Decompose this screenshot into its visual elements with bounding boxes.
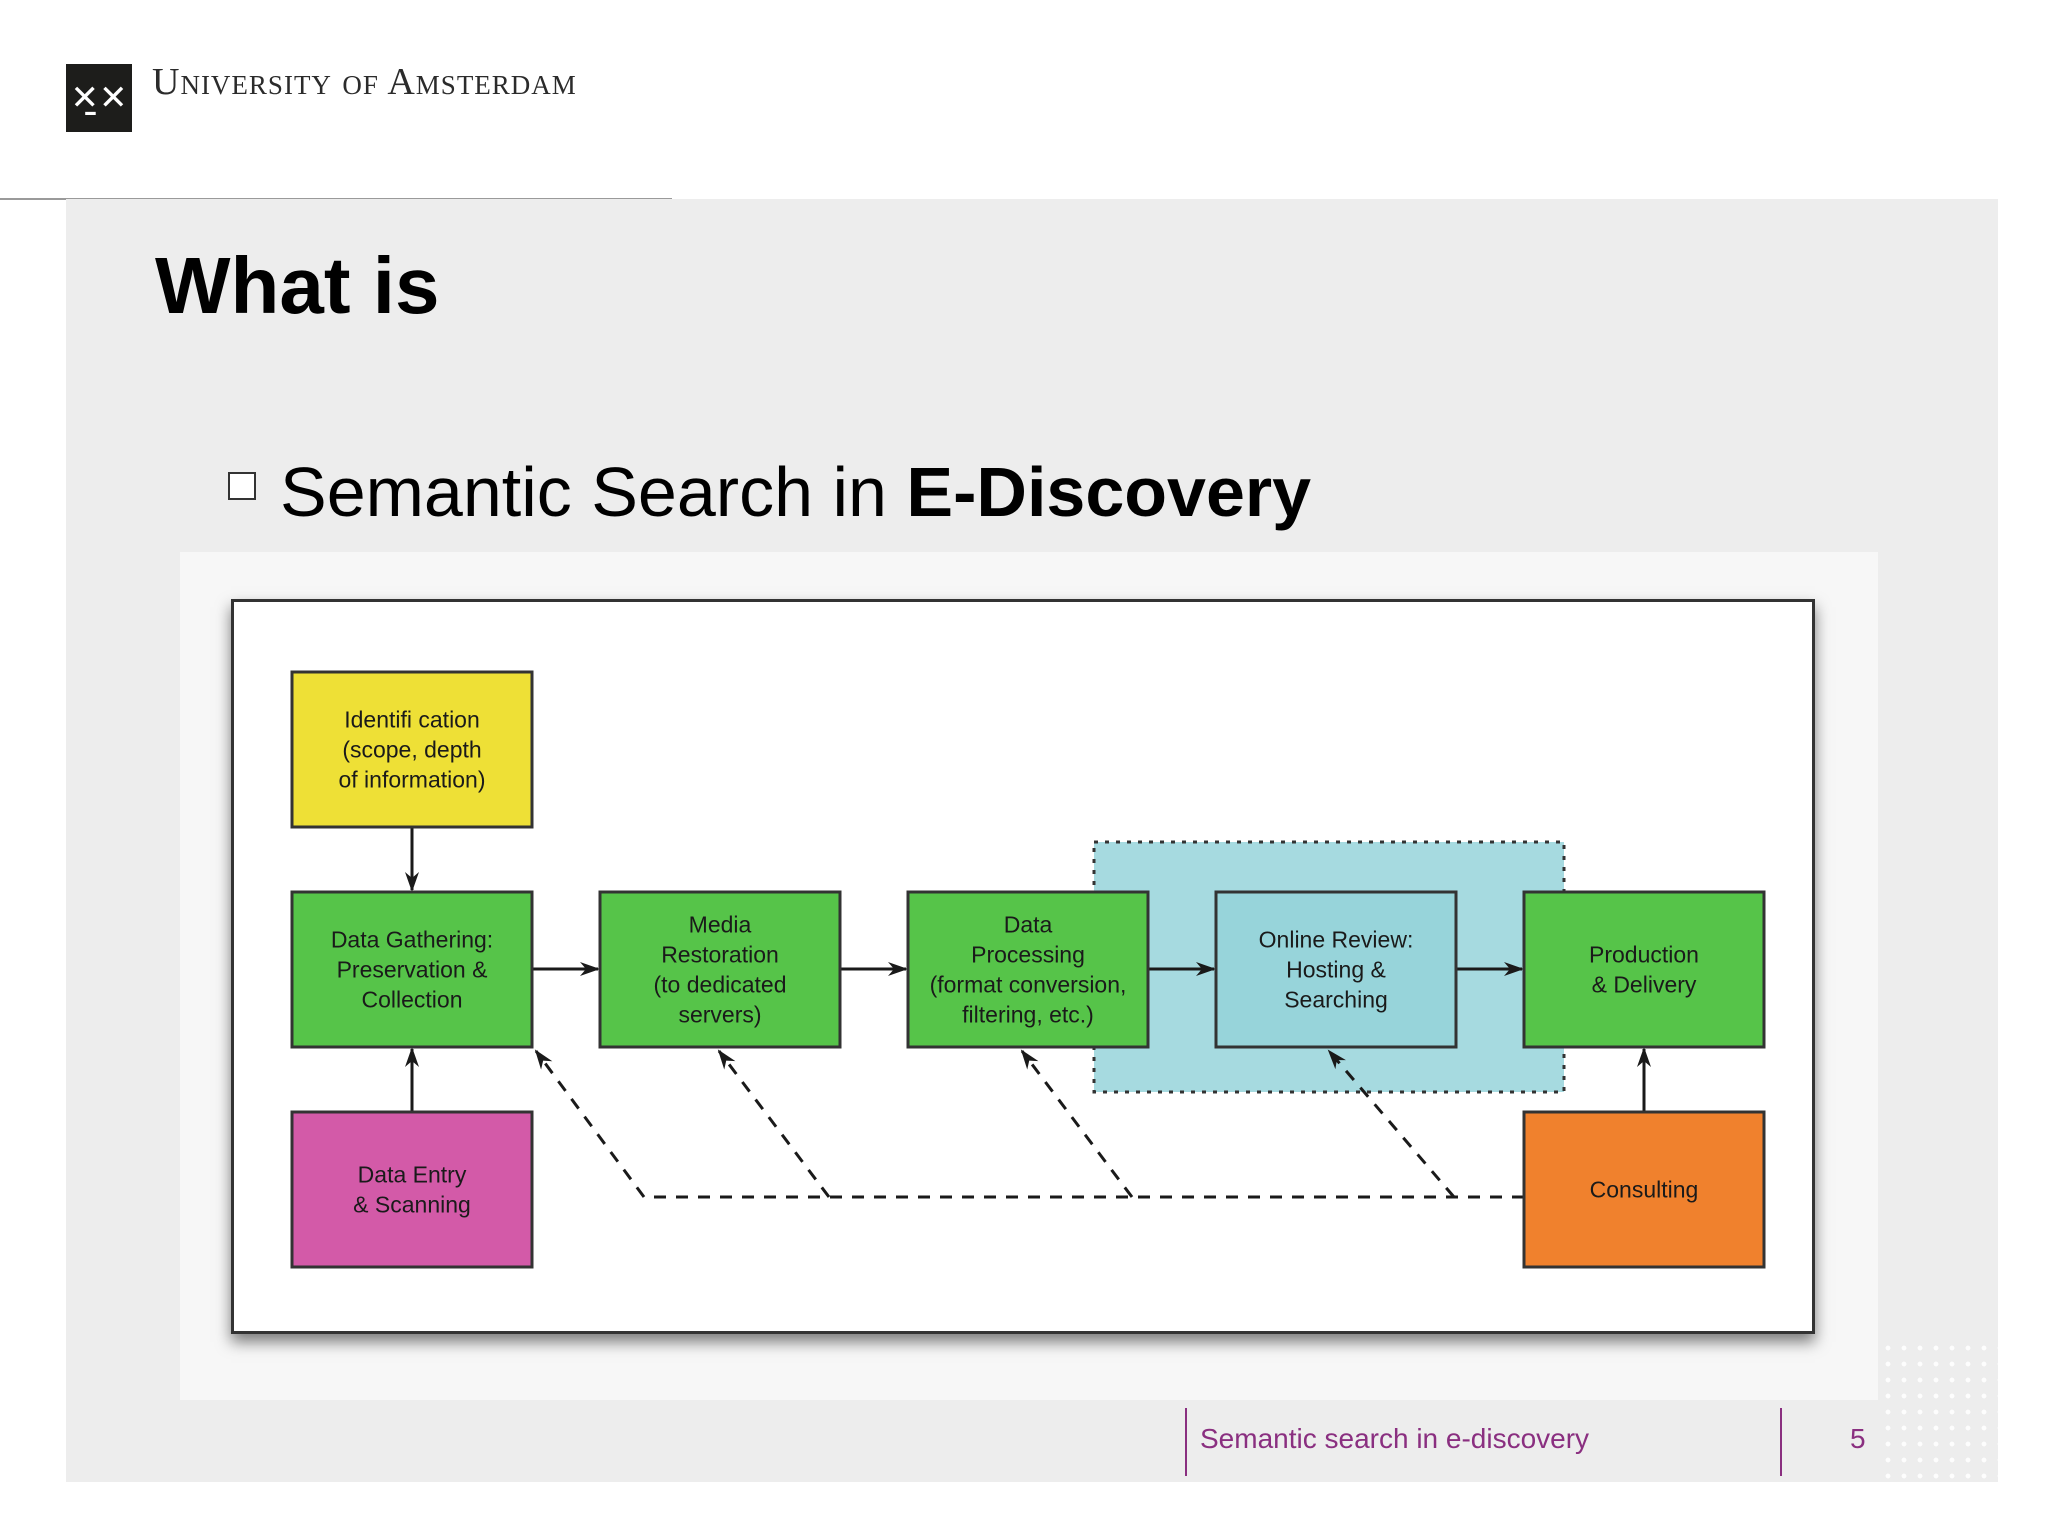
- box-production-delivery: Production & Delivery: [1522, 890, 1766, 1049]
- logo-crosses: ✕̱✕: [70, 78, 128, 118]
- box-data-entry-label: & Scanning: [353, 1192, 471, 1218]
- box-media-restoration-label: servers): [678, 1002, 761, 1028]
- dashed-to-processing: [1020, 1049, 1134, 1198]
- box-identification: Identifi cation (scope, depth of informati…: [290, 670, 534, 829]
- box-identification-shape: [290, 670, 534, 829]
- box-data-gathering: Data Gathering: Preservation & Collection: [290, 890, 534, 1049]
- footer-separator-left: [1185, 1408, 1187, 1476]
- box-data-gathering-label: Collection: [362, 987, 463, 1013]
- box-data-gathering-shape: [290, 890, 534, 1049]
- box-identification-label: Identifi cation: [344, 707, 480, 733]
- bullet-text: Semantic Search in E-Discovery: [280, 452, 1311, 532]
- university-name: University of Amsterdam: [152, 61, 577, 103]
- box-consulting-shape: [1522, 1110, 1766, 1269]
- bullet-item: Semantic Search in E-Discovery: [228, 452, 1311, 532]
- box-data-processing-label: Data: [1004, 912, 1053, 938]
- box-media-restoration-shape: [598, 890, 842, 1049]
- box-production-delivery-label: Production: [1589, 942, 1699, 968]
- box-media-restoration-label: Media: [689, 912, 752, 938]
- box-data-processing-label: Processing: [971, 942, 1085, 968]
- box-data-processing-label: filtering, etc.): [962, 1002, 1094, 1028]
- bullet-square-icon: [228, 472, 256, 500]
- box-media-restoration-label: Restoration: [661, 942, 779, 968]
- box-data-gathering-label: Data Gathering:: [331, 927, 493, 953]
- box-data-entry-shape: [290, 1110, 534, 1269]
- box-data-processing-label: (format conversion,: [930, 972, 1127, 998]
- box-data-gathering-label: Preservation &: [337, 957, 488, 983]
- box-media-restoration-label: (to dedicated: [654, 972, 787, 998]
- dashed-to-review: [1327, 1049, 1456, 1198]
- box-online-review-shape: [1214, 890, 1458, 1049]
- box-identification-label: of information): [338, 767, 485, 793]
- slide-title: What is: [155, 241, 440, 330]
- box-consulting: Consulting: [1522, 1110, 1766, 1269]
- box-online-review: Online Review: Hosting & Searching: [1214, 890, 1458, 1049]
- footer-title: Semantic search in e-discovery: [1200, 1423, 1590, 1454]
- ediscovery-diagram: Identifi cation (scope, depth of informati…: [231, 599, 1815, 1334]
- bullet-text-plain: Semantic Search in: [280, 453, 907, 531]
- dashed-to-gathering: [534, 1049, 646, 1198]
- footer-separator-right: [1780, 1408, 1782, 1476]
- box-production-delivery-shape: [1522, 890, 1766, 1049]
- box-online-review-label: Hosting &: [1286, 957, 1386, 983]
- box-online-review-label: Online Review:: [1259, 927, 1414, 953]
- decorative-dot-pattern: [1880, 1340, 1998, 1482]
- box-production-delivery-label: & Delivery: [1592, 972, 1697, 998]
- diagram-canvas: Identifi cation (scope, depth of informati…: [290, 670, 1766, 1269]
- box-data-entry: Data Entry & Scanning: [290, 1110, 534, 1269]
- box-identification-label: (scope, depth: [342, 737, 481, 763]
- bullet-text-bold: E-Discovery: [906, 453, 1312, 531]
- box-online-review-label: Searching: [1284, 987, 1388, 1013]
- page-number: 5: [1850, 1423, 1866, 1454]
- university-logo: ✕̱✕: [66, 64, 132, 132]
- box-consulting-label: Consulting: [1590, 1177, 1699, 1203]
- box-data-entry-label: Data Entry: [358, 1162, 467, 1188]
- box-data-processing-shape: [906, 890, 1150, 1049]
- dashed-to-media: [717, 1049, 831, 1198]
